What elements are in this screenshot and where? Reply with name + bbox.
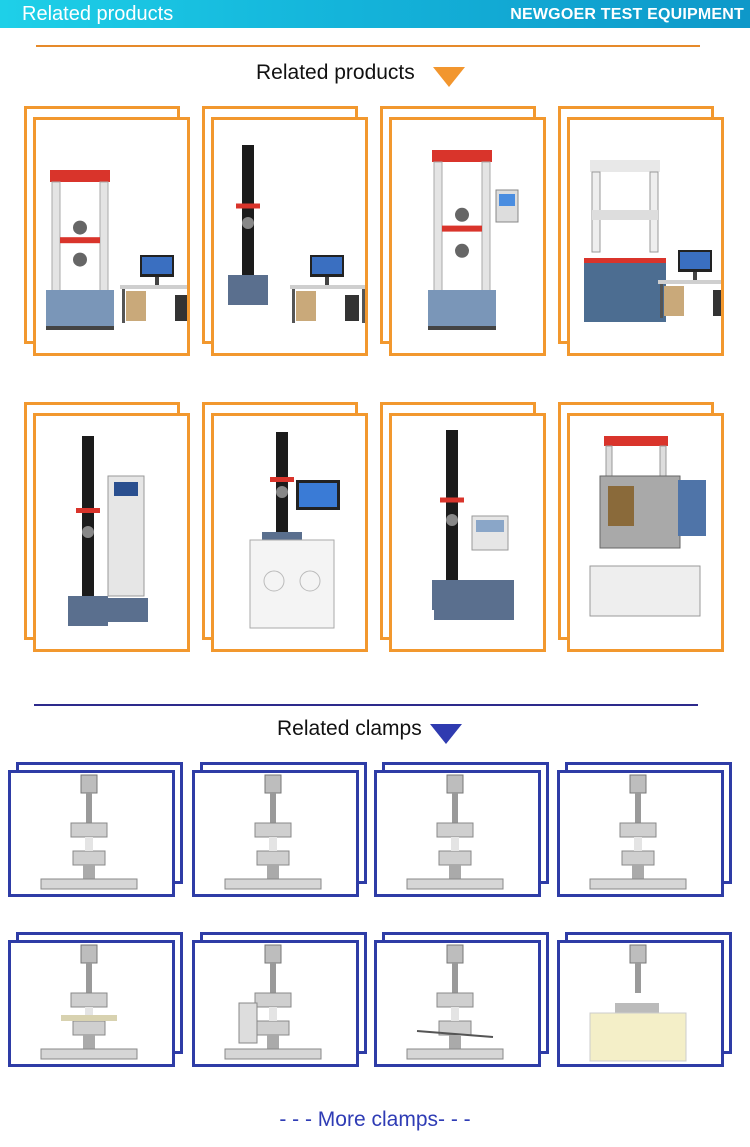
clamp-card-bending-fixture-clamp-1[interactable] [192,762,367,897]
product-illustration [68,436,148,626]
product-card-single-column-tester-with-printer-panel[interactable] [380,402,546,652]
product-illustration [46,170,187,330]
clamp-illustration [589,944,687,1062]
product-image [567,413,724,652]
product-illustration [584,160,721,322]
clamp-illustration [406,774,504,890]
product-image [211,117,368,356]
clamp-illustration [406,944,504,1060]
header-title: Related products [22,3,174,25]
clamp-illustration [589,774,687,890]
header-banner: Related products NEWGOER TEST EQUIPMENT [0,0,750,28]
clamp-card-wedge-grip-clamp-1[interactable] [8,762,183,897]
products-section-title: Related products [256,61,415,84]
product-image [33,413,190,652]
clamp-card-flat-grip-clamp[interactable] [374,762,549,897]
clamp-card-probe-puncture-clamp[interactable] [374,932,549,1067]
product-card-hydraulic-universal-testing-machine-with-desk[interactable] [558,106,724,356]
clamp-illustration [40,774,138,890]
clamp-image [192,940,359,1067]
product-illustration [428,150,519,330]
clamp-card-wire-winding-clamp[interactable] [192,932,367,1067]
clamp-illustration [224,774,322,890]
product-card-single-column-tester-with-control-cabinet[interactable] [24,402,190,652]
products-divider [36,45,700,47]
brand-name: NEWGOER TEST EQUIPMENT [510,6,744,23]
triangle-down-icon [433,67,465,87]
clamp-card-three-point-bending-clamp[interactable] [8,932,183,1067]
clamp-image [557,770,724,897]
clamp-illustration [40,944,138,1060]
clamp-image [374,770,541,897]
product-image [33,117,190,356]
clamp-image [8,770,175,897]
product-image [389,413,546,652]
clamp-image [557,940,724,1067]
clamps-divider [34,704,698,706]
product-card-double-column-tensile-tester-with-touchscreen[interactable] [380,106,546,356]
triangle-down-icon [430,724,462,744]
product-image [567,117,724,356]
product-card-tensile-tester-with-environmental-chamber[interactable] [558,402,724,652]
clamp-image [192,770,359,897]
product-image [389,117,546,356]
product-illustration [589,436,706,617]
product-card-single-column-tester-on-cabinet-with-monitor[interactable] [202,402,368,652]
product-card-double-column-tensile-tester-with-computer-desk-1[interactable] [24,106,190,356]
product-card-single-column-tensile-tester-with-computer-desk[interactable] [202,106,368,356]
product-illustration [432,430,514,620]
more-clamps-link[interactable]: - - - More clamps- - - [279,1108,471,1131]
product-image [211,413,368,652]
clamp-image [374,940,541,1067]
product-illustration [249,432,340,629]
clamp-card-compression-foam-clamp[interactable] [557,932,732,1067]
clamp-image [8,940,175,1067]
clamp-card-peel-fixture-clamp[interactable] [557,762,732,897]
clamps-section-title: Related clamps [277,717,422,740]
clamp-illustration [224,944,322,1060]
product-illustration [228,145,365,323]
